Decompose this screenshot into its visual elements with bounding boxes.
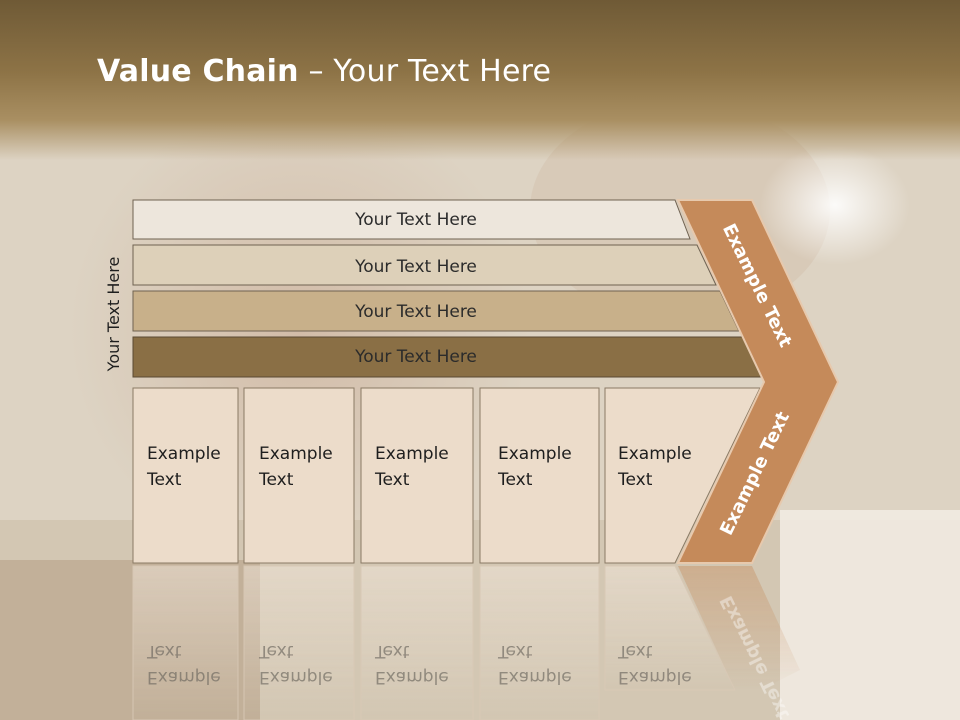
title-bold: Value Chain bbox=[97, 54, 299, 89]
margin-chevron bbox=[676, 199, 840, 564]
column-2-line2: Text bbox=[258, 470, 294, 490]
column-5-line1: Example bbox=[618, 444, 692, 464]
column-2-reflection-line1: Example bbox=[259, 667, 333, 687]
column-5 bbox=[604, 387, 761, 564]
title-rest: – Your Text Here bbox=[298, 54, 552, 89]
column-3 bbox=[360, 387, 474, 564]
column-4-line1: Example bbox=[498, 444, 572, 464]
column-3-line1: Example bbox=[375, 444, 449, 464]
column-1-reflection bbox=[132, 565, 239, 720]
reflection: Example Text Example Text Example Text E… bbox=[132, 565, 800, 720]
slide-title: Value Chain – Your Text Here bbox=[97, 54, 551, 89]
column-3-reflection bbox=[360, 565, 474, 720]
column-4-reflection-line2: Text bbox=[497, 641, 533, 661]
column-4-reflection bbox=[479, 565, 600, 720]
column-2-reflection bbox=[243, 565, 355, 720]
band-4-label: Your Text Here bbox=[354, 347, 477, 367]
band-2-label: Your Text Here bbox=[354, 257, 477, 277]
column-5-line2: Text bbox=[617, 470, 653, 490]
column-3-reflection-line1: Example bbox=[375, 667, 449, 687]
header-band bbox=[0, 0, 960, 160]
column-1 bbox=[132, 387, 239, 564]
column-5-reflection-line2: Text bbox=[617, 641, 653, 661]
band-1 bbox=[132, 199, 691, 240]
column-5-reflection-line1: Example bbox=[618, 667, 692, 687]
band-2 bbox=[132, 244, 717, 286]
column-2 bbox=[243, 387, 355, 564]
column-1-line2: Text bbox=[146, 470, 182, 490]
column-1-reflection-line1: Example bbox=[147, 667, 221, 687]
band-3-label: Your Text Here bbox=[354, 302, 477, 322]
column-2-line1: Example bbox=[259, 444, 333, 464]
chevron-reflection bbox=[678, 566, 800, 690]
column-3-reflection-line2: Text bbox=[374, 641, 410, 661]
column-3-line2: Text bbox=[374, 470, 410, 490]
band-1-label: Your Text Here bbox=[354, 210, 477, 230]
column-1-line1: Example bbox=[147, 444, 221, 464]
column-4-reflection-line1: Example bbox=[498, 667, 572, 687]
column-2-reflection-line2: Text bbox=[258, 641, 294, 661]
column-1-reflection-line2: Text bbox=[146, 641, 182, 661]
column-4-line2: Text bbox=[497, 470, 533, 490]
column-4 bbox=[479, 387, 600, 564]
